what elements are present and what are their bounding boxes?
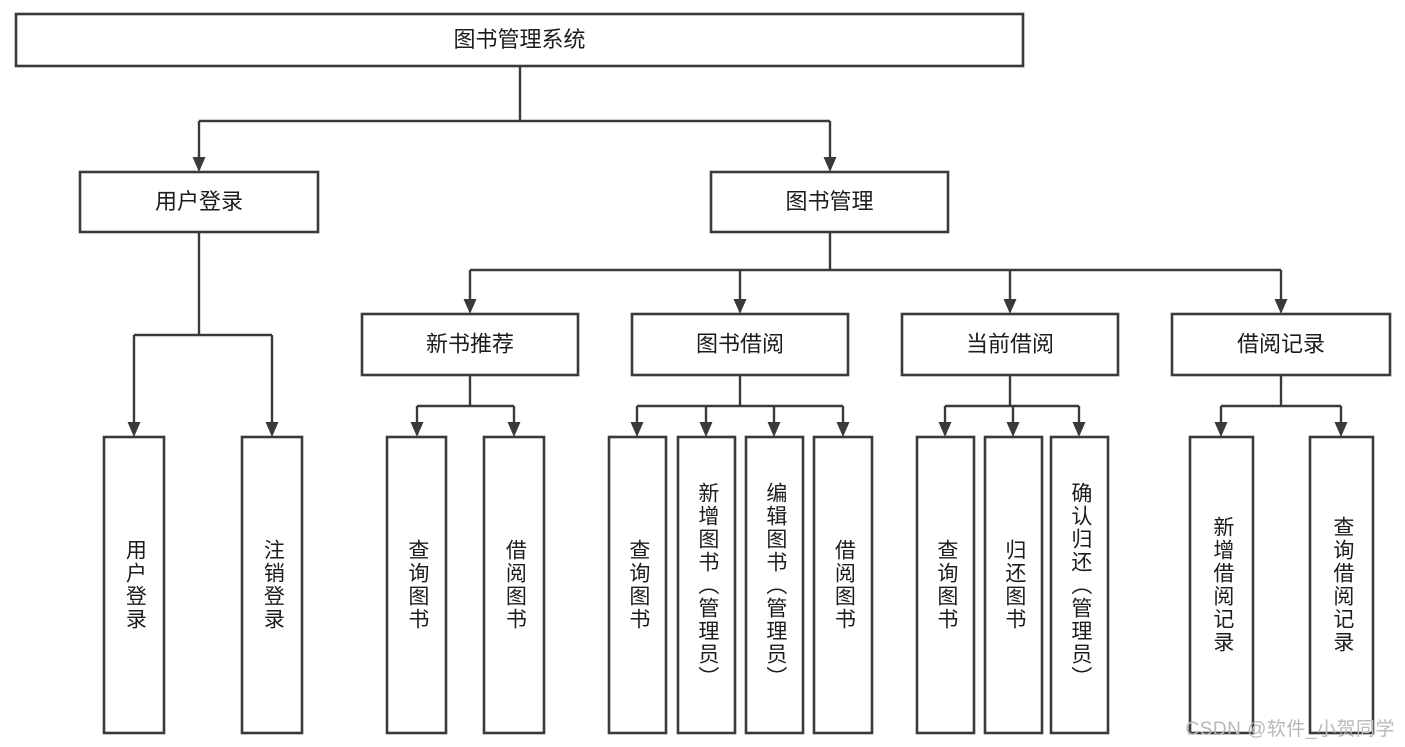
arrow-head bbox=[265, 422, 279, 437]
node-label-book-manage: 图书管理 bbox=[785, 189, 873, 214]
arrow-head bbox=[410, 422, 424, 437]
arrow-head bbox=[733, 299, 747, 314]
connector-layer bbox=[127, 66, 1348, 437]
arrow-head bbox=[1334, 422, 1348, 437]
node-box-user-login[interactable] bbox=[78, 170, 320, 234]
node-box-leaf-borrow-book-1[interactable] bbox=[482, 435, 546, 735]
arrow-head bbox=[1072, 422, 1086, 437]
node-box-layer bbox=[14, 12, 1392, 735]
node-label-user-login: 用户登录 bbox=[155, 189, 243, 214]
node-box-book-manage[interactable] bbox=[709, 170, 950, 234]
node-box-leaf-add-record[interactable] bbox=[1188, 435, 1255, 735]
arrow-head bbox=[630, 422, 644, 437]
node-box-leaf-query-book-1[interactable] bbox=[385, 435, 448, 735]
arrow-head bbox=[836, 422, 850, 437]
arrow-head bbox=[1214, 422, 1228, 437]
node-label-current-borrow: 当前借阅 bbox=[966, 331, 1054, 356]
node-label-new-book-recommend: 新书推荐 bbox=[426, 331, 514, 356]
arrow-head bbox=[1003, 299, 1017, 314]
node-label-borrow-record: 借阅记录 bbox=[1237, 331, 1325, 356]
node-label-book-borrow: 图书借阅 bbox=[696, 331, 784, 356]
node-box-leaf-user-logout[interactable] bbox=[240, 435, 304, 735]
arrow-head bbox=[463, 299, 477, 314]
node-box-leaf-query-book-2[interactable] bbox=[607, 435, 668, 735]
node-label-root: 图书管理系统 bbox=[453, 27, 585, 52]
csdn-watermark: CSDN @软件_小贺同学 bbox=[1185, 719, 1395, 740]
node-box-current-borrow[interactable] bbox=[900, 312, 1120, 377]
node-box-leaf-edit-book[interactable] bbox=[744, 435, 805, 735]
node-box-new-book-recommend[interactable] bbox=[360, 312, 580, 377]
arrow-head bbox=[938, 422, 952, 437]
node-box-borrow-record[interactable] bbox=[1170, 312, 1392, 377]
node-box-leaf-user-login[interactable] bbox=[102, 435, 166, 735]
node-box-leaf-add-book[interactable] bbox=[676, 435, 737, 735]
node-box-book-borrow[interactable] bbox=[630, 312, 850, 377]
node-box-leaf-query-record[interactable] bbox=[1308, 435, 1375, 735]
arrow-head bbox=[1006, 422, 1020, 437]
arrow-head bbox=[699, 422, 713, 437]
arrow-head bbox=[1274, 299, 1288, 314]
arrow-head bbox=[823, 157, 837, 172]
arrow-head bbox=[767, 422, 781, 437]
arrow-head bbox=[127, 422, 141, 437]
arrow-head bbox=[507, 422, 521, 437]
node-box-leaf-return-book[interactable] bbox=[983, 435, 1044, 735]
node-box-leaf-confirm-return[interactable] bbox=[1049, 435, 1110, 735]
node-box-root[interactable] bbox=[14, 12, 1025, 68]
arrow-head bbox=[192, 157, 206, 172]
node-box-leaf-borrow-book-2[interactable] bbox=[812, 435, 874, 735]
node-box-leaf-query-book-3[interactable] bbox=[915, 435, 976, 735]
